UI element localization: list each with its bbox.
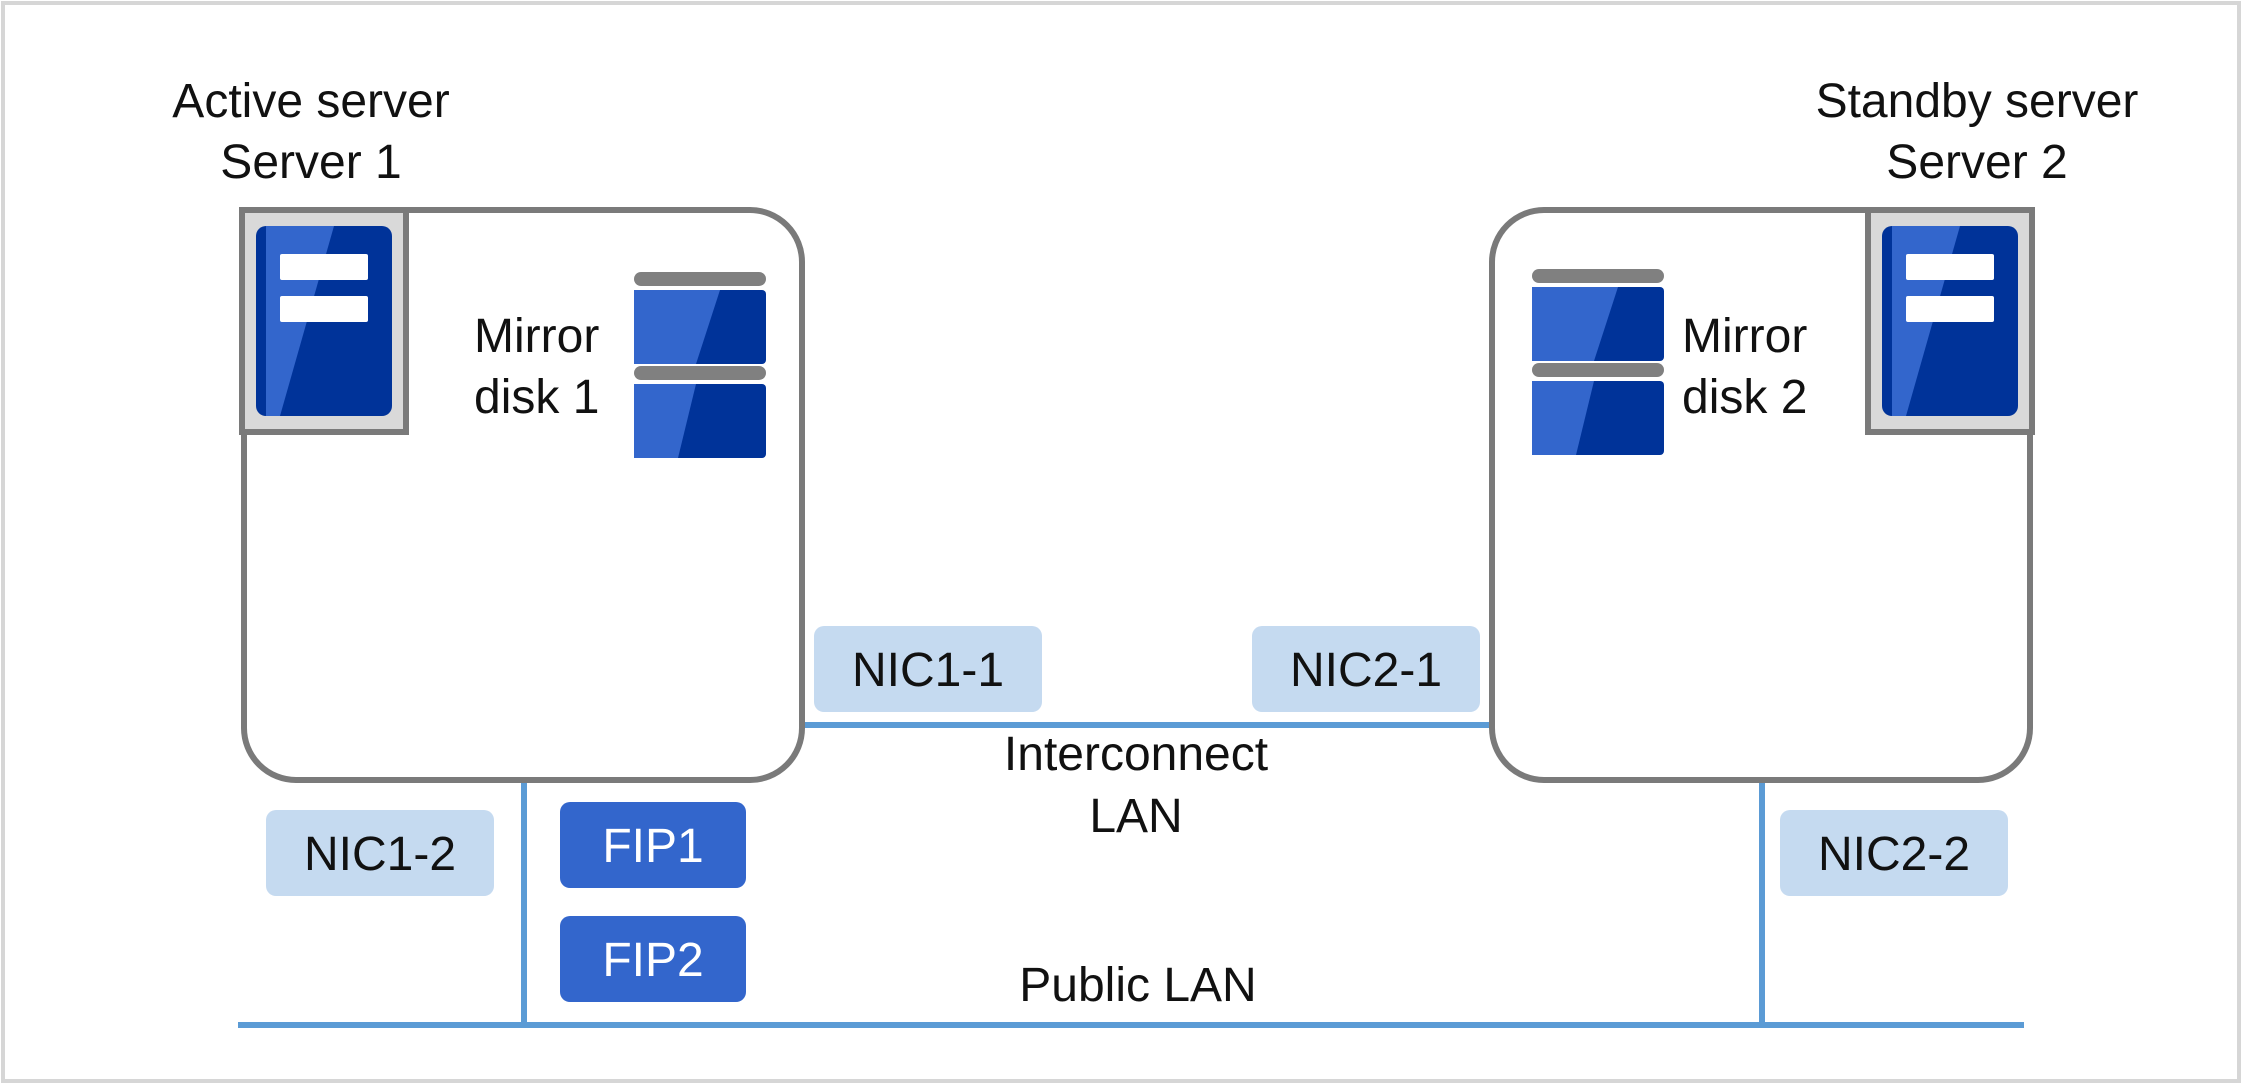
server2-name-label: Server 2	[1886, 136, 2067, 189]
nic1-1-label: NIC1-1	[852, 644, 1004, 697]
server2-icon	[1868, 210, 2032, 432]
server1-role-label: Active server	[172, 75, 449, 128]
fip1-badge	[560, 802, 746, 888]
mirror-disk1-label-line2: disk 1	[474, 371, 599, 424]
nic2-1-label: NIC2-1	[1290, 644, 1442, 697]
fip2-label: FIP2	[602, 934, 703, 987]
interconnect-lan-label-line1: Interconnect	[1004, 728, 1268, 781]
nic1-2-label: NIC1-2	[304, 828, 456, 881]
nic2-2-badge	[1780, 810, 2008, 896]
server1-name-label: Server 1	[220, 136, 401, 189]
interconnect-lan-label-line2: LAN	[1089, 790, 1182, 843]
mirror-disk2-label-line2: disk 2	[1682, 371, 1807, 424]
nic1-2-badge	[266, 810, 494, 896]
nic1-1-badge	[814, 626, 1042, 712]
nic2-2-label: NIC2-2	[1818, 828, 1970, 881]
mirror-disk2-label-line1: Mirror	[1682, 310, 1807, 363]
server1-icon	[242, 210, 406, 432]
server2-role-label: Standby server	[1816, 75, 2139, 128]
mirror-disk1-label-line1: Mirror	[474, 310, 599, 363]
nic2-1-badge	[1252, 626, 1480, 712]
fip1-label: FIP1	[602, 820, 703, 873]
fip2-badge	[560, 916, 746, 1002]
public-lan-label: Public LAN	[1019, 959, 1256, 1012]
